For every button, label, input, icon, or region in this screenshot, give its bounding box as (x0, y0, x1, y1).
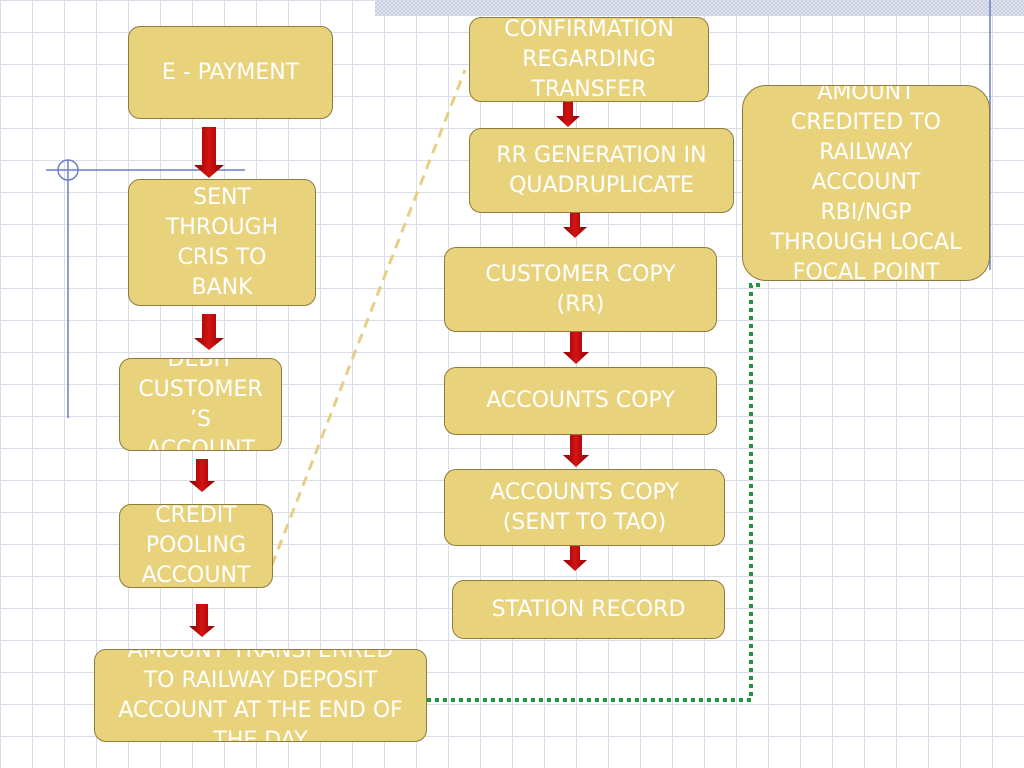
node-sent-through-cris: SENT THROUGH CRIS TO BANK (128, 179, 316, 306)
node-confirmation-label: CONFIRMATION REGARDING TRANSFER (504, 17, 674, 102)
node-rr-generation: RR GENERATION IN QUADRUPLICATE (469, 128, 734, 213)
node-amount-credited-label: AMOUNT CREDITED TO RAILWAY ACCOUNT RBI/N… (770, 85, 962, 281)
node-customer-copy-label: CUSTOMER COPY (RR) (485, 261, 676, 317)
node-station-record: STATION RECORD (452, 580, 725, 639)
arrow-down-icon (556, 102, 580, 127)
node-sent-through-cris-label: SENT THROUGH CRIS TO BANK (165, 184, 279, 300)
node-confirmation: CONFIRMATION REGARDING TRANSFER (469, 17, 709, 102)
node-credit-pooling-label: CREDIT POOLING ACCOUNT (141, 504, 251, 588)
node-e-payment: E - PAYMENT (128, 26, 333, 119)
arrow-down-icon (194, 314, 224, 350)
node-accounts-copy-tao: ACCOUNTS COPY (SENT TO TAO) (444, 469, 725, 546)
node-rr-generation-label: RR GENERATION IN QUADRUPLICATE (496, 142, 707, 198)
node-debit-customer-label: DEBIT CUSTOMER ’S ACCOUNT (138, 358, 263, 451)
node-amount-credited: AMOUNT CREDITED TO RAILWAY ACCOUNT RBI/N… (742, 85, 990, 281)
dashed-connector (270, 69, 467, 566)
arrow-down-icon (563, 213, 587, 238)
node-station-record-label: STATION RECORD (491, 596, 686, 622)
node-accounts-copy-label: ACCOUNTS COPY (486, 388, 675, 413)
node-customer-copy: CUSTOMER COPY (RR) (444, 247, 717, 332)
node-debit-customer: DEBIT CUSTOMER ’S ACCOUNT (119, 358, 282, 451)
arrow-down-icon (563, 435, 589, 467)
node-amount-transferred-label: AMOUNT TRANSFERRED TO RAILWAY DEPOSIT AC… (118, 649, 403, 742)
dotted-connector (427, 283, 760, 702)
arrow-down-icon (563, 546, 587, 571)
node-accounts-copy: ACCOUNTS COPY (444, 367, 717, 435)
node-credit-pooling: CREDIT POOLING ACCOUNT (119, 504, 273, 588)
top-banner-strip (375, 0, 1024, 16)
arrow-down-icon (189, 459, 215, 492)
node-accounts-copy-tao-label: ACCOUNTS COPY (SENT TO TAO) (490, 479, 679, 535)
node-e-payment-label: E - PAYMENT (161, 59, 300, 85)
arrow-down-icon (194, 127, 224, 178)
node-amount-transferred: AMOUNT TRANSFERRED TO RAILWAY DEPOSIT AC… (94, 649, 427, 742)
arrow-down-icon (189, 604, 215, 637)
arrow-down-icon (563, 332, 589, 364)
